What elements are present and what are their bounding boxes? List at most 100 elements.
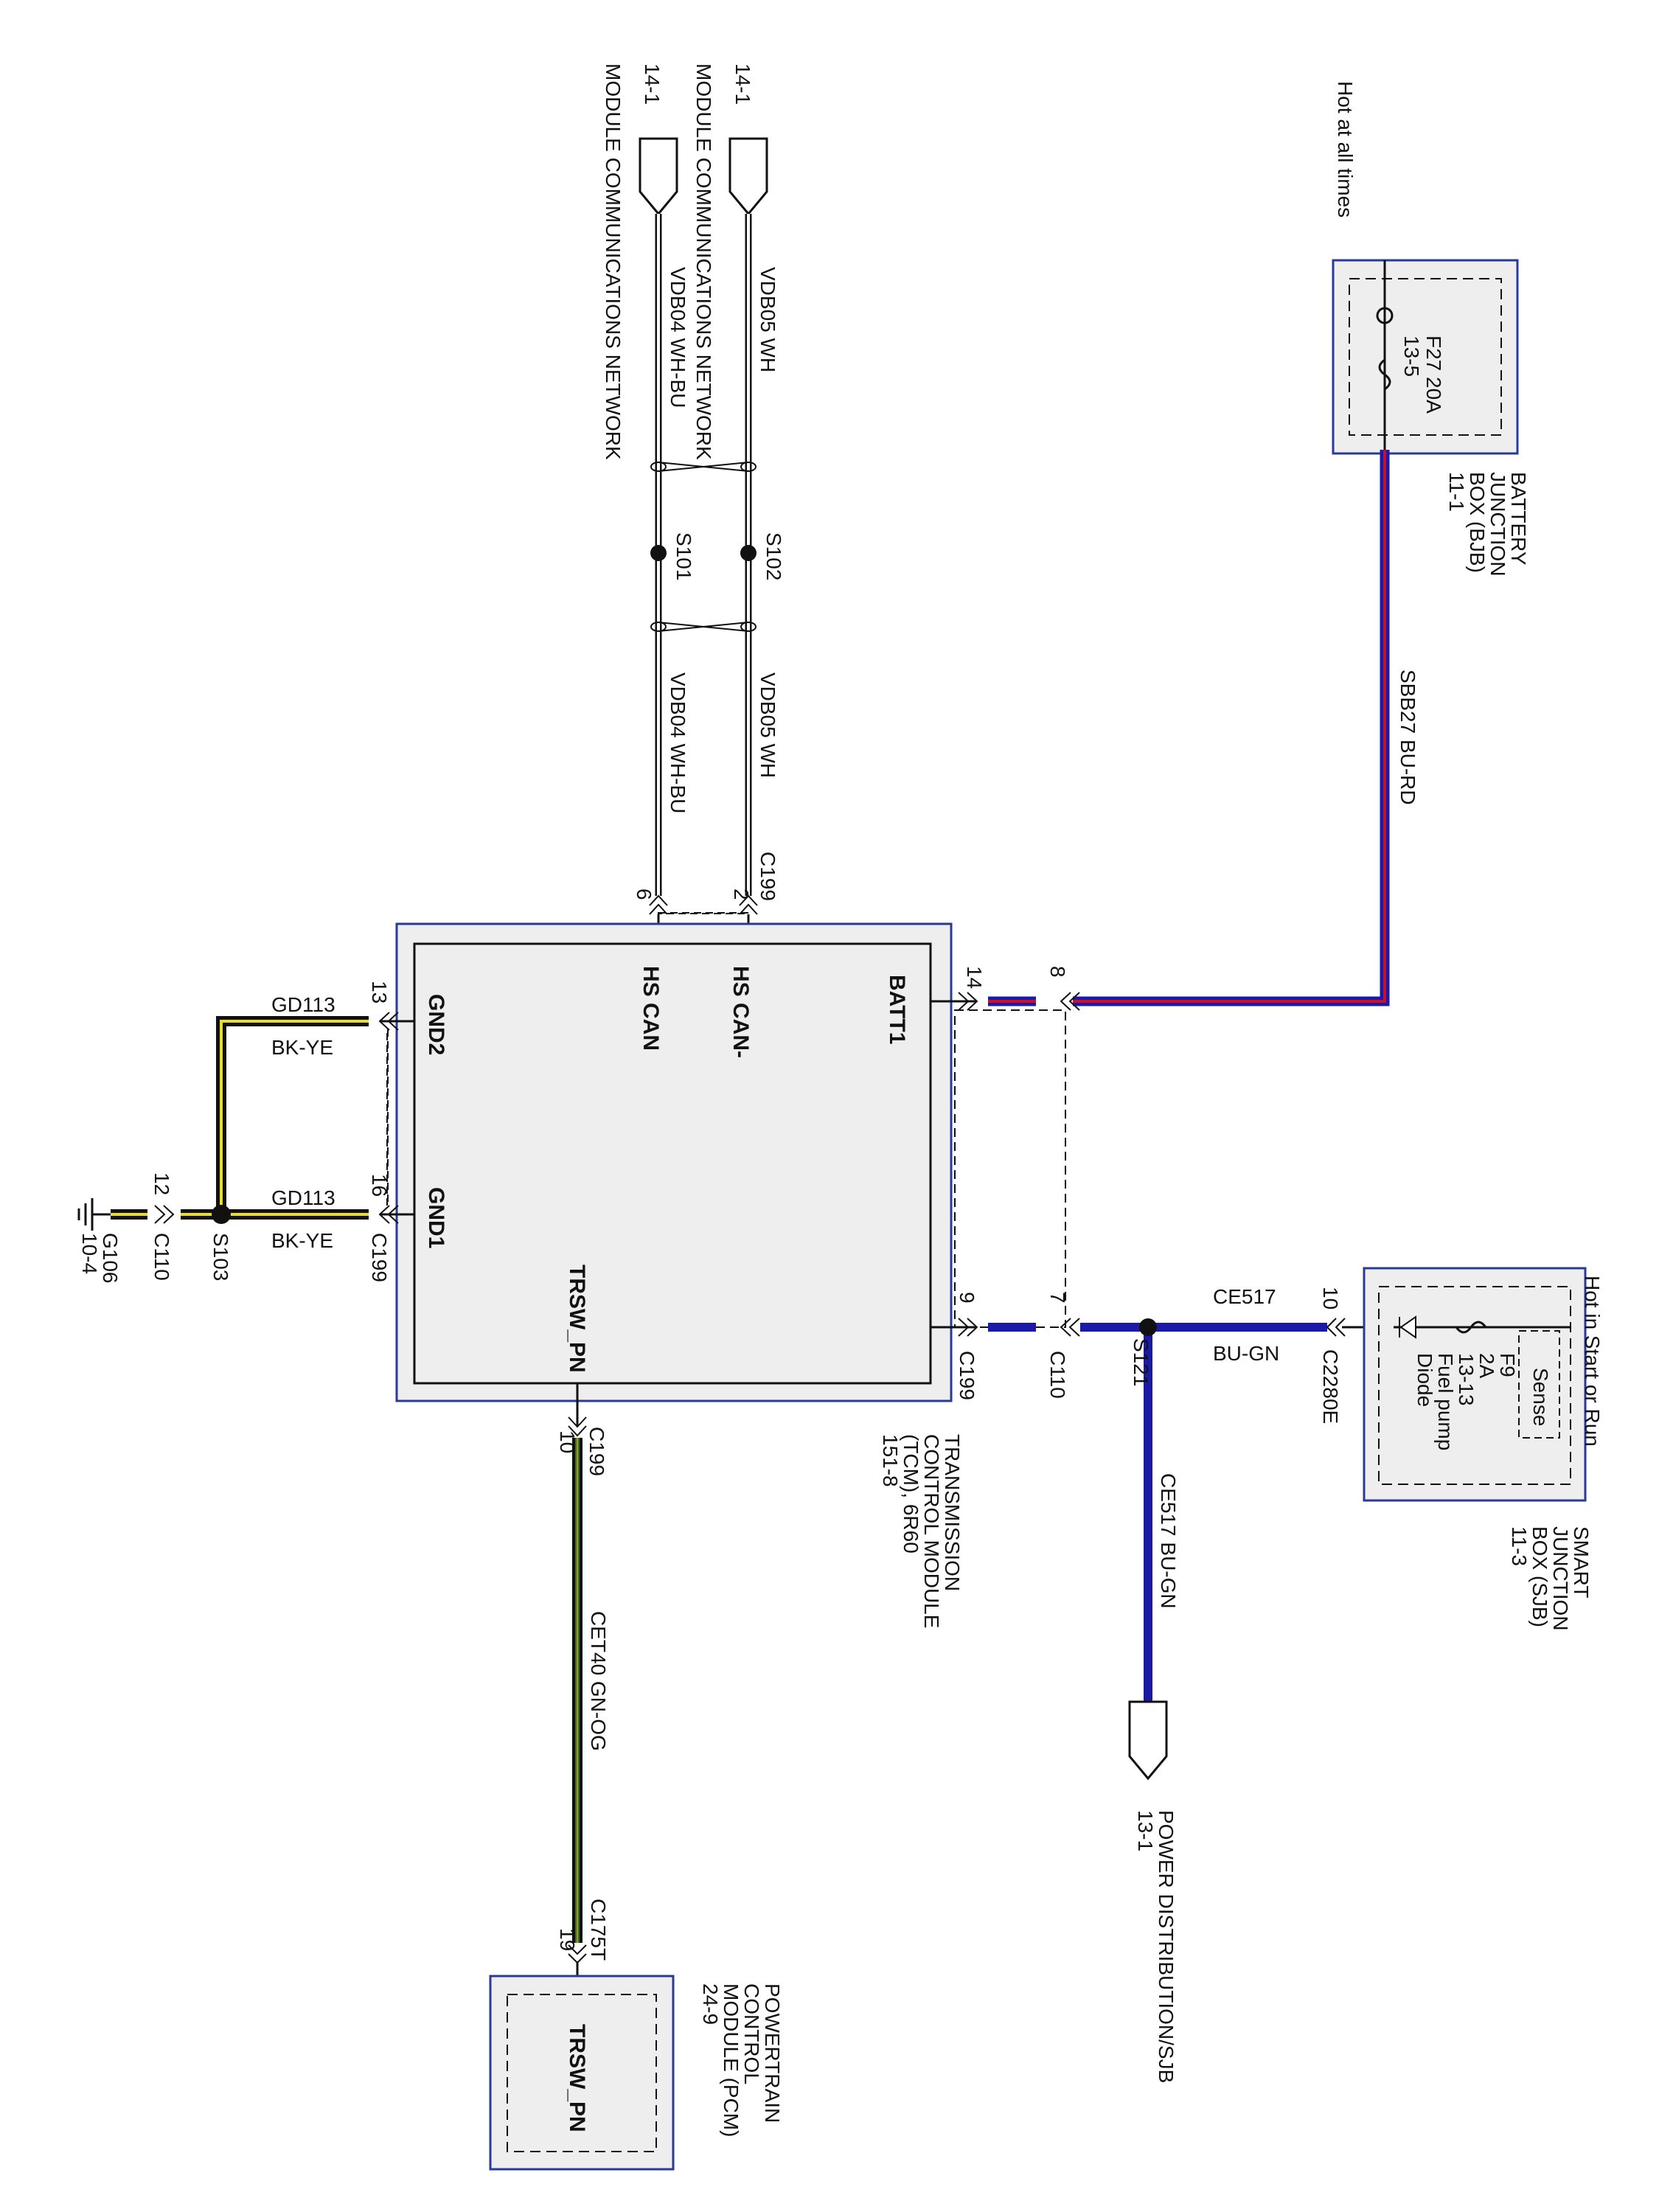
fuse-f9-icon	[1455, 1321, 1487, 1334]
sjb-title-1: SMART	[1570, 1526, 1593, 1599]
c2280e-label: C2280E	[1319, 1349, 1342, 1424]
vdb04-top-label: VDB04 WH-BU	[667, 267, 689, 408]
splice-s103	[212, 1205, 231, 1224]
ce517-vertical-label: CE517 BU-GN	[1157, 1473, 1180, 1609]
c110-dashed-link	[954, 1009, 1066, 1328]
bk-ye-bottom-label: BK-YE	[271, 1229, 333, 1252]
s121-label: S121	[1130, 1338, 1152, 1386]
gnd-dashed-link	[386, 1029, 389, 1206]
sjb-sense-box	[1518, 1330, 1560, 1439]
c199-pin10-connector	[568, 1416, 587, 1437]
gd113-bottom-label: GD113	[271, 1186, 335, 1209]
bk-ye-top-label: BK-YE	[271, 1036, 333, 1059]
bjb-terminal	[1376, 307, 1394, 324]
sjb-diode-label-1: Fuel pump	[1434, 1353, 1457, 1450]
vdb05-bottom-label: VDB05 WH	[757, 672, 779, 778]
c199-pin9-connector	[958, 1318, 978, 1337]
mcn1-label: MODULE COMMUNICATIONS NETWORK	[692, 63, 715, 460]
bjb-title-4: 11-1	[1445, 472, 1468, 512]
mcn-connector-2	[639, 137, 678, 216]
pin-6-label: 6	[633, 888, 655, 900]
s103-label: S103	[209, 1233, 232, 1281]
pin-10-c199-label: 10	[556, 1430, 579, 1453]
pin-8-label: 8	[1046, 966, 1069, 978]
pin-10-c2280e-label: 10	[1319, 1287, 1342, 1310]
pcm-title-1: POWERTRAIN	[761, 1983, 784, 2123]
c199-pin6-connector	[649, 894, 668, 915]
wire-gd113-upper	[216, 1016, 369, 1214]
tcm-title-2: CONTROL MODULE	[920, 1434, 943, 1628]
twisted-pair-bottom	[650, 622, 757, 632]
pin-14-label: 14	[963, 966, 986, 989]
mcn-connector-1	[728, 137, 768, 216]
bjb-inner-dashed	[1349, 278, 1502, 436]
hs-can-label: HS CAN	[639, 966, 663, 1051]
hs-can-minus-label: HS CAN-	[728, 966, 753, 1058]
sjb-title-4: 11-3	[1508, 1526, 1531, 1566]
s102-label: S102	[762, 532, 785, 580]
pcm-trsw-label: TRSW_PN	[565, 2024, 589, 2132]
sjb-sense-label: Sense	[1529, 1368, 1552, 1426]
bjb-title-2: JUNCTION	[1486, 472, 1509, 577]
bjb-fuse-label: F27 20A	[1422, 335, 1445, 414]
pin-7-label: 7	[1046, 1292, 1069, 1304]
sjb-fuse-label-3: 13-13	[1455, 1353, 1478, 1406]
trsw-pn-tcm-label: TRSW_PN	[565, 1265, 589, 1373]
splice-s121	[1139, 1318, 1157, 1336]
c175t-label: C175T	[587, 1899, 610, 1961]
bu-gn-top-label: BU-GN	[1213, 1342, 1279, 1365]
wire-sbb27	[1073, 450, 1390, 1006]
gd113-top-label: GD113	[271, 993, 335, 1016]
sjb-title-2: JUNCTION	[1549, 1526, 1572, 1631]
tcm-title-4: 151-8	[879, 1434, 902, 1487]
bjb-title-1: BATTERY	[1507, 472, 1530, 566]
g106-label: G106	[99, 1233, 122, 1284]
batt1-label: BATT1	[885, 975, 909, 1044]
pcm-title-4: 24-9	[699, 1983, 722, 2025]
pcm-inner-dashed	[507, 1994, 657, 2152]
pin-19-label: 19	[556, 1928, 579, 1951]
c199-top-dashed	[658, 912, 749, 914]
hot-in-start-label: Hot in Start or Run	[1581, 1276, 1604, 1447]
c199-pin2-connector	[739, 894, 758, 915]
bjb-title-3: BOX (BJB)	[1466, 472, 1489, 573]
splice-s101	[650, 545, 667, 561]
mcn2-label: MODULE COMMUNICATIONS NETWORK	[602, 63, 625, 460]
c199-left-label: C199	[368, 1233, 391, 1282]
c199-pin16-connector	[378, 1205, 399, 1224]
pcm-title-2: CONTROL	[740, 1983, 763, 2084]
tcm-inner-box	[413, 942, 932, 1385]
s101-label: S101	[672, 532, 695, 580]
c199-top-label: C199	[757, 852, 779, 901]
mcn1-ref: 14-1	[731, 63, 754, 105]
hot-at-all-times-label: Hot at all times	[1334, 81, 1357, 218]
battery-junction-box	[1332, 259, 1519, 455]
pin-9-label: 9	[956, 1292, 978, 1304]
vdb04-bottom-label: VDB04 WH-BU	[667, 672, 689, 813]
gnd1-label: GND1	[424, 1187, 448, 1248]
ce517-top-label: CE517	[1213, 1285, 1276, 1308]
pd-label: POWER DISTRIBUTION/SJB	[1155, 1810, 1178, 2083]
sjb-fuse-label-2: 2A	[1475, 1353, 1498, 1379]
sjb-outer-box	[1363, 1267, 1587, 1502]
sjb-diode-label-2: Diode	[1413, 1353, 1436, 1407]
pin-2-label: 2	[730, 888, 753, 900]
pd-ref: 13-1	[1134, 1810, 1157, 1851]
smart-junction-box	[1363, 1267, 1587, 1502]
c110-right-label: C110	[1046, 1351, 1069, 1399]
c110-pin12-connector	[154, 1205, 175, 1224]
bjb-outer-box	[1332, 259, 1519, 455]
cet40-label: CET40 GN-OG	[587, 1611, 610, 1751]
splice-s102	[740, 545, 757, 561]
sbb27-wire-label: SBB27 BU-RD	[1397, 669, 1419, 805]
gnd2-label: GND2	[424, 994, 448, 1055]
pcm-title-3: MODULE (PCM)	[720, 1983, 742, 2137]
pin-16-label: 16	[368, 1174, 391, 1197]
sjb-title-3: BOX (SJB)	[1528, 1526, 1551, 1627]
c2280e-connector	[1326, 1318, 1346, 1337]
c199-right-label: C199	[956, 1351, 978, 1400]
c199-bottom-label: C199	[585, 1427, 608, 1476]
c110-left-label: C110	[150, 1233, 173, 1281]
c199-pin14-connector	[958, 992, 978, 1011]
